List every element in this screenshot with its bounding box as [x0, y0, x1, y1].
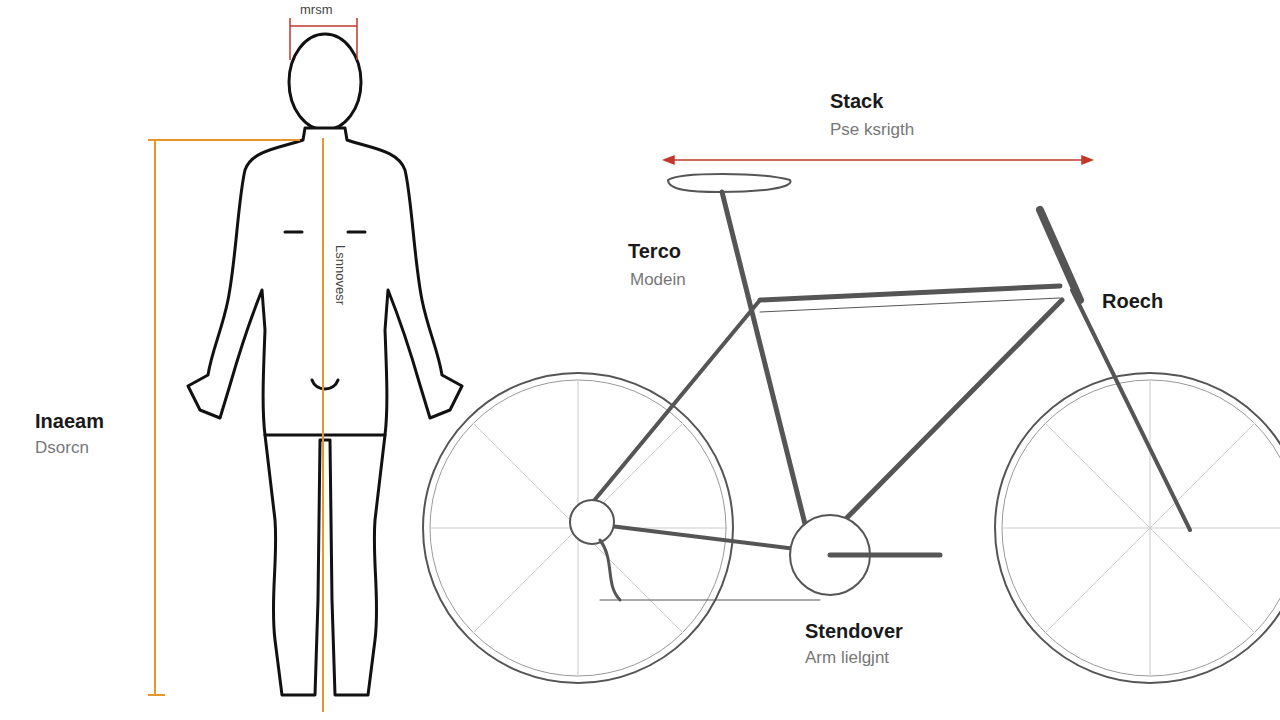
measurement-heading: Terco	[628, 240, 681, 263]
dimension-label: mrsm	[300, 2, 333, 17]
measurement-note: Dsorcn	[35, 438, 89, 458]
measurement-heading: Stendover	[805, 620, 903, 643]
measure-lines	[148, 138, 323, 712]
dimension-lines	[290, 18, 1092, 164]
measurement-note: Pse ksrigth	[830, 120, 914, 140]
measurement-heading: Stack	[830, 90, 883, 113]
vertical-label: Lsnnovesr	[333, 245, 348, 305]
measurement-heading: Roech	[1102, 290, 1163, 313]
measurement-note: Modein	[630, 270, 686, 290]
measurement-note: Arm lielgjnt	[805, 648, 889, 668]
bicycle	[423, 174, 1280, 683]
human-silhouette	[188, 34, 462, 695]
measurement-heading: Inaeam	[35, 410, 104, 433]
